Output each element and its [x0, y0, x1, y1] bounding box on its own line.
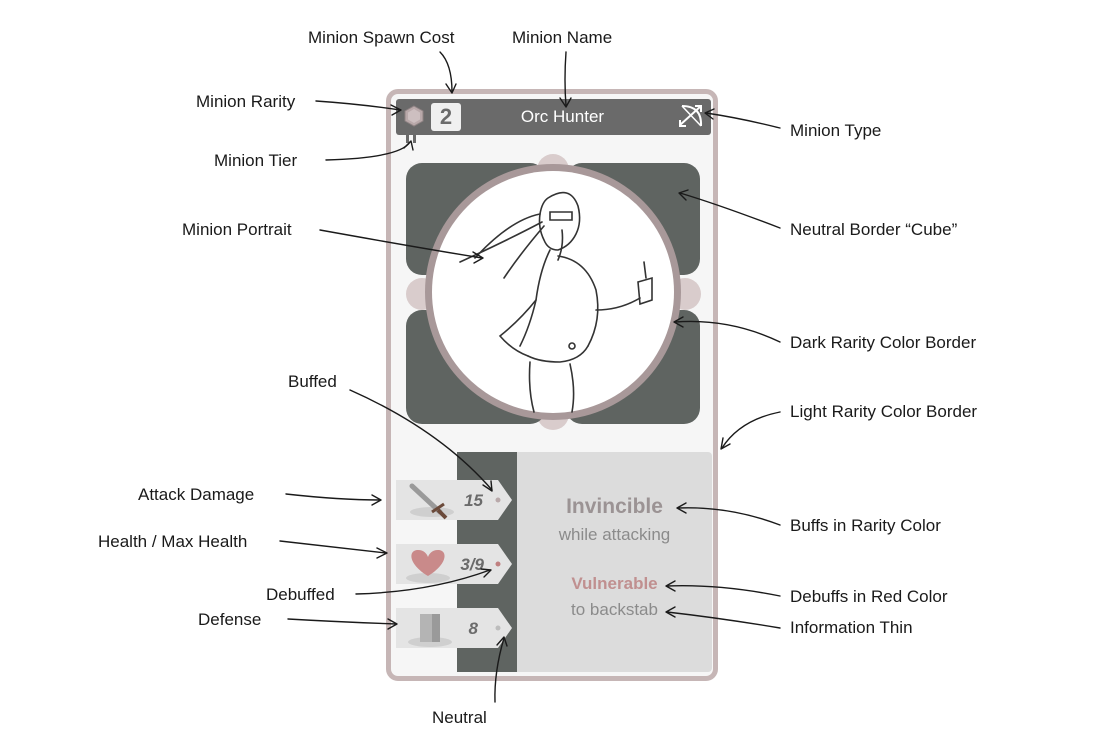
label-minion-tier: Minion Tier — [214, 151, 298, 170]
rarity-gem-icon — [404, 105, 424, 127]
debuff-title: Vulnerable — [571, 574, 658, 593]
debuffed-indicator-dot — [495, 561, 501, 567]
label-buffed: Buffed — [288, 372, 337, 391]
portrait-circle — [432, 171, 674, 413]
label-neutral: Neutral — [432, 708, 487, 727]
buff-subtitle: while attacking — [558, 525, 671, 544]
label-defense: Defense — [198, 610, 262, 629]
minion-name: Orc Hunter — [520, 107, 605, 126]
label-minion-portrait: Minion Portrait — [182, 220, 292, 239]
buff-title: Invincible — [566, 495, 663, 518]
debuff-subtitle: to backstab — [571, 600, 658, 619]
spawn-cost: 2 — [431, 103, 461, 131]
attack-value: 15 — [464, 491, 483, 510]
label-buffs-in-rarity-color: Buffs in Rarity Color — [790, 516, 941, 535]
label-neutral-border-cube: Neutral Border “Cube” — [790, 220, 958, 239]
label-attack-damage: Attack Damage — [138, 485, 255, 504]
label-debuffs-in-red-color: Debuffs in Red Color — [790, 587, 948, 606]
label-information-thin: Information Thin — [790, 618, 913, 637]
neutral-indicator-dot — [495, 625, 501, 631]
information-panel — [517, 452, 712, 672]
shield-block-icon — [420, 614, 440, 642]
label-minion-type: Minion Type — [790, 121, 882, 140]
label-minion-spawn-cost: Minion Spawn Cost — [308, 28, 455, 47]
defense-value: 8 — [468, 619, 478, 638]
tier-marks-icon — [406, 131, 416, 143]
portrait-frame — [406, 154, 701, 430]
label-minion-name: Minion Name — [512, 28, 613, 47]
label-health-max-health: Health / Max Health — [98, 532, 248, 551]
label-debuffed: Debuffed — [266, 585, 335, 604]
bow-and-arrow-icon — [679, 105, 703, 127]
label-dark-rarity-color-border: Dark Rarity Color Border — [790, 333, 977, 352]
defense-stat-tag — [396, 608, 512, 648]
buffed-indicator-dot — [495, 497, 501, 503]
label-minion-rarity: Minion Rarity — [196, 92, 296, 111]
label-light-rarity-color-border: Light Rarity Color Border — [790, 402, 978, 421]
health-value: 3/9 — [460, 555, 484, 574]
